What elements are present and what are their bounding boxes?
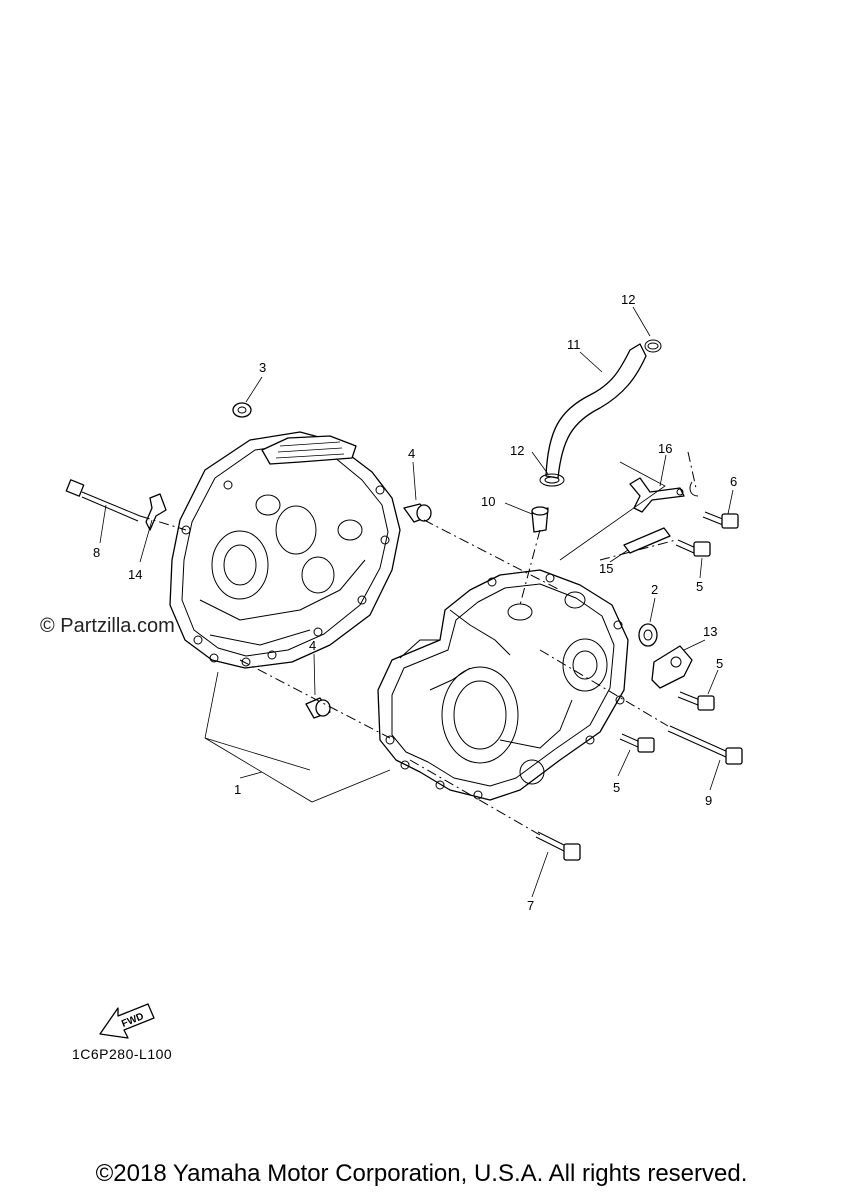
callout-9: 9	[705, 793, 712, 808]
diagram-code: 1C6P280-L100	[72, 1046, 173, 1062]
callout-5-middle: 5	[716, 656, 723, 671]
callout-4-lower: 4	[309, 638, 316, 653]
left-crankcase-half[interactable]	[169, 431, 401, 669]
callout-12-upper: 12	[621, 292, 635, 307]
callout-12-lower: 12	[510, 443, 524, 458]
part-14-clip[interactable]	[145, 493, 167, 531]
callout-8: 8	[93, 545, 100, 560]
right-crankcase-half[interactable]	[377, 569, 629, 801]
part-16-bracket[interactable]	[629, 451, 699, 513]
part-5-bolt-upper[interactable]	[675, 539, 711, 557]
callout-14: 14	[128, 567, 142, 582]
callout-15: 15	[599, 561, 613, 576]
callout-7: 7	[527, 898, 534, 913]
alignment-lines	[139, 515, 677, 836]
part-2-washer[interactable]	[638, 623, 658, 647]
part-8-long-bolt[interactable]	[65, 479, 141, 522]
callout-5-upper: 5	[696, 579, 703, 594]
callout-1: 1	[234, 782, 241, 797]
callout-13: 13	[703, 624, 717, 639]
callout-16: 16	[658, 441, 672, 456]
callout-4-upper: 4	[408, 446, 415, 461]
part-9-long-bolt[interactable]	[667, 725, 743, 765]
part-5-bolt-middle[interactable]	[677, 691, 715, 711]
callout-10: 10	[481, 494, 495, 509]
callout-11: 11	[567, 337, 581, 352]
part-12-hose-clip-lower[interactable]	[539, 473, 565, 487]
copyright-notice: ©2018 Yamaha Motor Corporation, U.S.A. A…	[95, 1160, 748, 1187]
part-4-dowel-pin-lower[interactable]	[305, 697, 331, 719]
fwd-arrow-icon: FWD	[99, 1003, 155, 1039]
leader-lines	[99, 306, 734, 898]
part-5-bolt-lower[interactable]	[619, 733, 655, 753]
watermark: © Partzilla.com	[40, 615, 175, 637]
part-12-hose-clip-upper[interactable]	[644, 339, 662, 353]
part-3-washer[interactable]	[232, 402, 252, 418]
part-10-breather-joint[interactable]	[531, 506, 549, 533]
callout-6: 6	[730, 474, 737, 489]
callout-5-lower: 5	[613, 780, 620, 795]
part-15-plate[interactable]	[623, 527, 671, 554]
callout-3: 3	[259, 360, 266, 375]
callout-numbers: 1 2 3 4 4 5 5 5 6 7 8 9 10 11 12 12 13 1…	[93, 292, 737, 913]
part-7-bolt[interactable]	[535, 831, 581, 861]
part-4-dowel-pin-upper[interactable]	[403, 503, 432, 523]
callout-2: 2	[651, 582, 658, 597]
part-11-breather-hose[interactable]	[545, 343, 647, 479]
part-6-bolt[interactable]	[702, 511, 739, 529]
part-13-plate[interactable]	[651, 645, 693, 689]
